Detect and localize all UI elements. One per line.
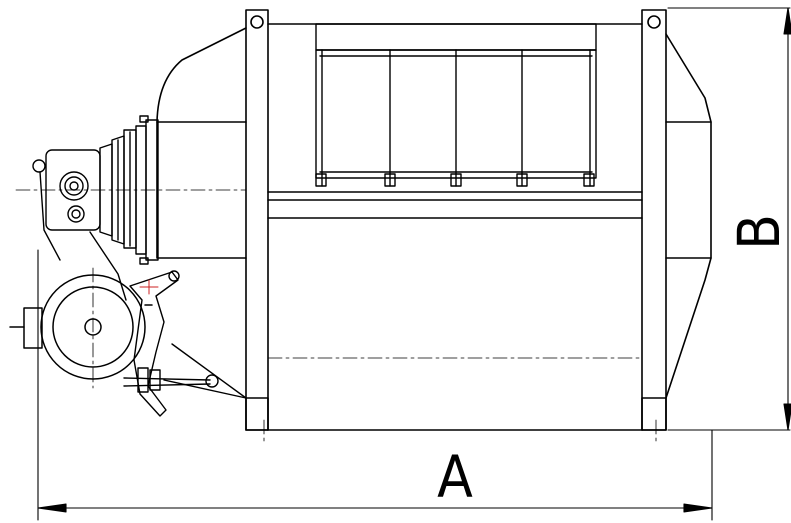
gearbox-flange [99,115,159,265]
accent-mark [139,279,159,295]
brake-lever [123,270,247,417]
dimension-label-b: B [725,214,791,250]
dimension-label-a: A [437,443,473,511]
drum-cage [315,23,597,187]
drum-housing [156,9,712,431]
dimension-lines [37,7,791,521]
brake-drum [9,274,153,380]
centre-lines [15,189,657,445]
